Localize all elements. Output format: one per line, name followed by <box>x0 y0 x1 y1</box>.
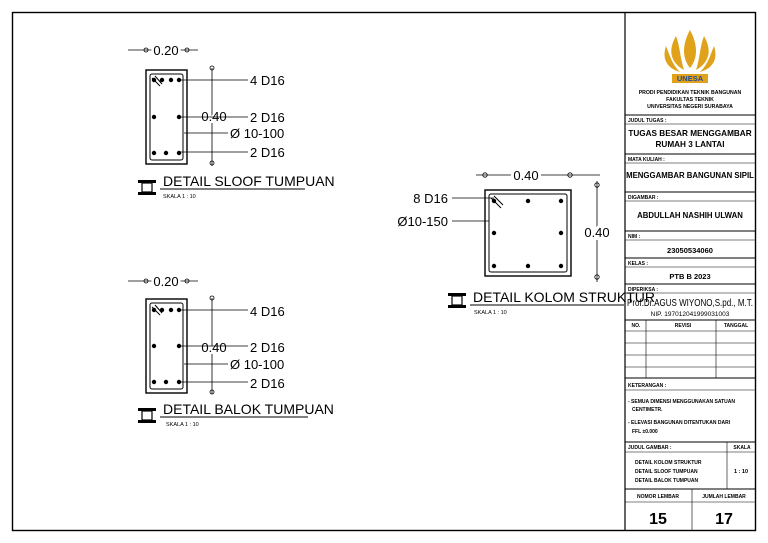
sheet-total: 17 <box>715 511 733 528</box>
sheet-no: 15 <box>649 511 667 528</box>
class-label: KELAS : <box>628 261 648 267</box>
sloof-stirrup: Ø 10-100 <box>230 126 284 141</box>
sloof-detail: 0.20 0.40 4 D16 2 D16 Ø 10-100 2 D16 DET… <box>128 41 335 200</box>
note1-line1: - SEMUA DIMENSI MENGGUNAKAN SATUAN <box>628 399 735 405</box>
sheet-total-label: JUMLAH LEMBAR <box>702 494 746 500</box>
sloof-scale: SKALA 1 : 10 <box>163 194 196 200</box>
scale-label: SKALA <box>733 445 751 451</box>
balok-width-label: 0.20 <box>153 274 178 289</box>
sloof-middle-bars: 2 D16 <box>250 110 285 125</box>
assignment-line1: TUGAS BESAR MENGGAMBAR <box>628 129 751 138</box>
notes-label: KETERANGAN : <box>628 383 667 389</box>
assignment-line2: RUMAH 3 LANTAI <box>656 140 725 149</box>
section-marker-icon <box>138 180 156 195</box>
revision-date-header: TANGGAL <box>724 323 748 329</box>
balok-height-label: 0.40 <box>201 340 226 355</box>
balok-title: DETAIL BALOK TUMPUAN <box>163 401 334 417</box>
checked-label: DIPERIKSA : <box>628 287 658 293</box>
kolom-stirrup: Ø10-150 <box>397 214 448 229</box>
balok-bottom-bars: 2 D16 <box>250 376 285 391</box>
section-marker-icon <box>138 408 156 423</box>
kolom-scale: SKALA 1 : 10 <box>474 310 507 316</box>
unesa-logo-icon: UNESA <box>664 30 716 83</box>
note1-line2: CENTIMETR. <box>632 407 663 413</box>
sloof-top-bars: 4 D16 <box>250 73 285 88</box>
class-value: PTB B 2023 <box>669 272 710 281</box>
course-value: MENGGAMBAR BANGUNAN SIPIL <box>626 171 754 180</box>
drawn-value: ABDULLAH NASHIH ULWAN <box>637 211 743 220</box>
sheet-border <box>11 11 757 532</box>
balok-scale: SKALA 1 : 10 <box>166 422 199 428</box>
checked-value: Prof.Dr.AGUS WIYONO,S.pd., M.T. <box>627 298 753 309</box>
institution-line3: UNIVERSITAS NEGERI SURABAYA <box>647 104 733 110</box>
sloof-title: DETAIL SLOOF TUMPUAN <box>163 173 335 189</box>
balok-middle-bars: 2 D16 <box>250 340 285 355</box>
drawing-title-line1: DETAIL KOLOM STRUKTUR <box>635 460 702 466</box>
assignment-label: JUDUL TUGAS : <box>628 118 667 124</box>
scale-value: 1 : 10 <box>734 469 748 475</box>
balok-stirrup: Ø 10-100 <box>230 357 284 372</box>
revision-no-header: NO. <box>632 323 642 329</box>
checked-nip: NIP. 197012041999031003 <box>651 311 730 318</box>
title-block: UNESA PRODI PENDIDIKAN TEKNIK BANGUNAN F… <box>624 12 756 531</box>
sheet-no-label: NOMOR LEMBAR <box>637 494 679 500</box>
note2-line2: FFL ±0.000 <box>632 429 658 435</box>
kolom-title: DETAIL KOLOM STRUKTUR <box>473 289 655 305</box>
revision-header: REVISI <box>675 323 692 329</box>
sloof-width-label: 0.20 <box>153 43 178 58</box>
drawing-title-label: JUDUL GAMBAR : <box>628 445 672 451</box>
sloof-height-label: 0.40 <box>201 109 226 124</box>
balok-top-bars: 4 D16 <box>250 304 285 319</box>
section-marker-icon <box>448 293 466 308</box>
balok-detail: 0.20 0.40 4 D16 2 D16 Ø 10-100 2 D16 DET… <box>128 272 334 428</box>
kolom-bars: 8 D16 <box>413 191 448 206</box>
drawing-title-line2: DETAIL SLOOF TUMPUAN <box>635 469 698 475</box>
kolom-detail: 0.40 0.40 8 D16 Ø10-150 DETAIL KOLOM STR… <box>397 165 655 316</box>
sloof-bottom-bars: 2 D16 <box>250 145 285 160</box>
nim-label: NIM : <box>628 234 641 240</box>
drawing-title-line3: DETAIL BALOK TUMPUAN <box>635 478 699 484</box>
logo-text: UNESA <box>677 74 704 83</box>
drawn-label: DIGAMBAR : <box>628 195 659 201</box>
institution-line2: FAKULTAS TEKNIK <box>666 97 714 103</box>
institution-line1: PRODI PENDIDIKAN TEKNIK BANGUNAN <box>639 90 742 96</box>
course-label: MATA KULIAH : <box>628 157 665 163</box>
note2-line1: - ELEVASI BANGUNAN DITENTUKAN DARI <box>628 420 731 426</box>
kolom-height-label: 0.40 <box>584 225 609 240</box>
kolom-width-label: 0.40 <box>513 168 538 183</box>
nim-value: 23050534060 <box>667 246 713 255</box>
